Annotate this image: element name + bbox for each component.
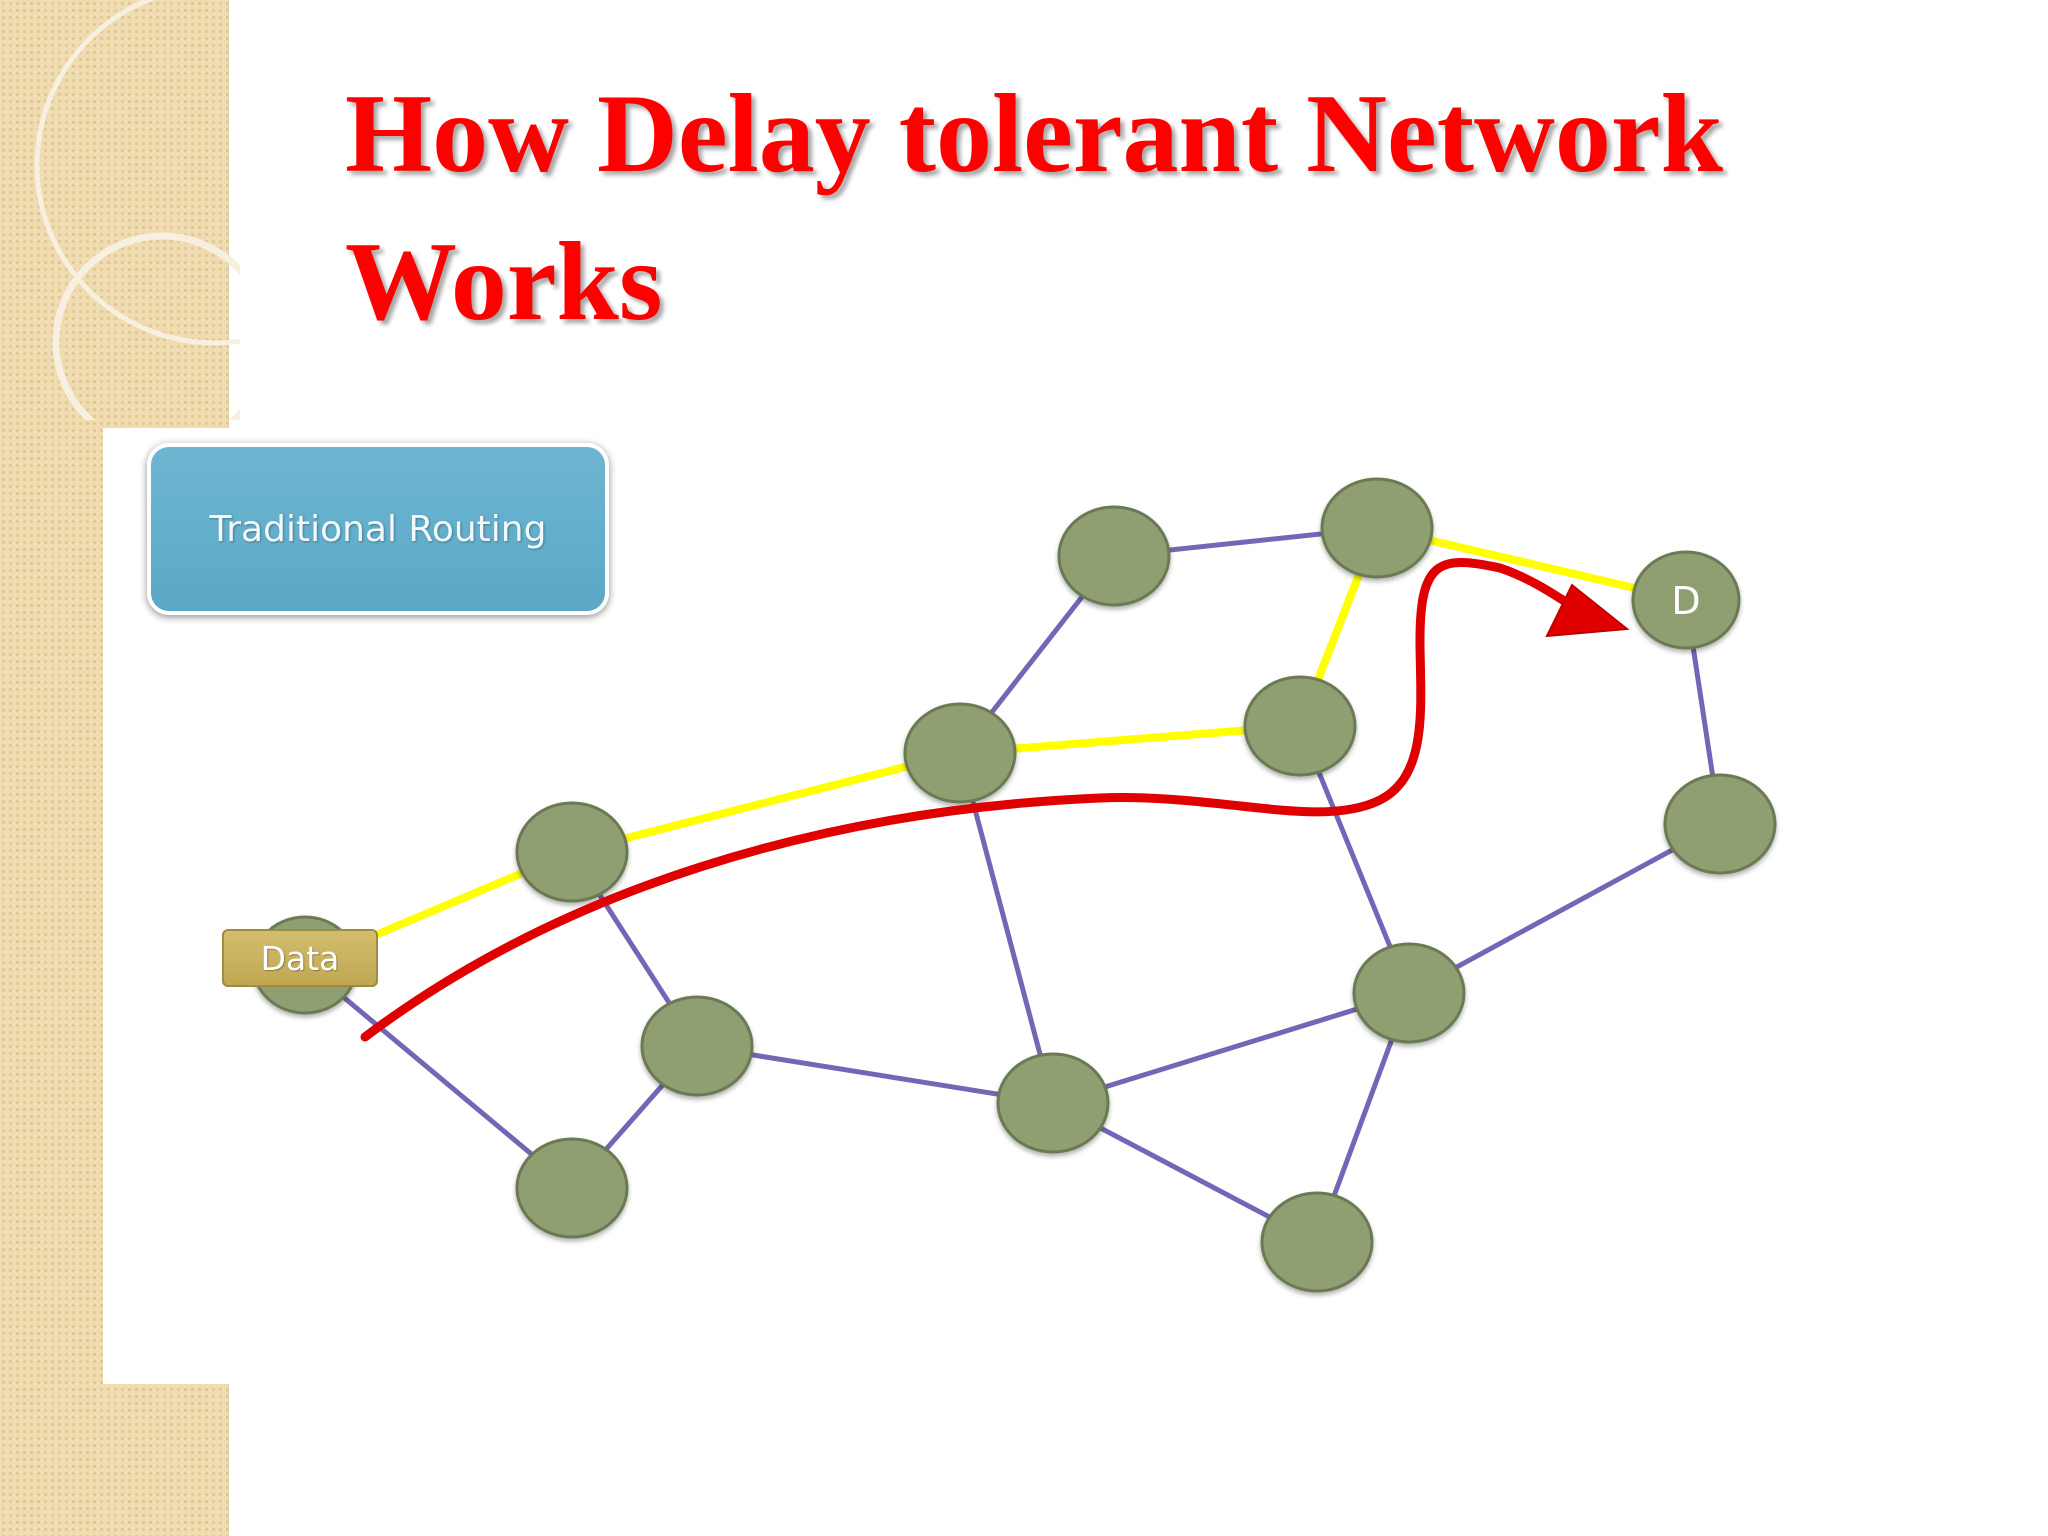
ring-small — [52, 232, 240, 420]
traditional-routing-label: Traditional Routing — [209, 508, 547, 550]
node — [1320, 477, 1434, 579]
node — [515, 801, 629, 903]
data-label: Data — [260, 938, 340, 978]
link — [1052, 990, 1410, 1106]
node — [640, 995, 754, 1097]
arrow-curve — [360, 558, 1580, 1042]
node — [1663, 773, 1777, 875]
node — [1243, 675, 1357, 777]
arrow-head — [1545, 583, 1630, 638]
link — [1407, 821, 1722, 996]
route-segment — [956, 722, 1304, 757]
link — [696, 1043, 1054, 1106]
traditional-routing-box: Traditional Routing — [147, 443, 609, 615]
slide-title: How Delay tolerant Network Works — [345, 72, 1723, 344]
destination-label: D — [1671, 579, 1700, 623]
route-segment — [568, 749, 964, 856]
node — [515, 1137, 629, 1239]
node — [1260, 1191, 1374, 1293]
node — [1352, 942, 1466, 1044]
link — [303, 963, 574, 1190]
dtn-arrow — [360, 558, 1630, 1042]
data-source-tag: Data — [222, 929, 378, 987]
decorative-rings — [34, 0, 240, 420]
destination-node — [1631, 550, 1741, 650]
node — [903, 702, 1017, 804]
network-nodes — [251, 477, 1777, 1293]
node — [1057, 505, 1171, 607]
ring-large — [34, 0, 240, 346]
node — [996, 1052, 1110, 1154]
